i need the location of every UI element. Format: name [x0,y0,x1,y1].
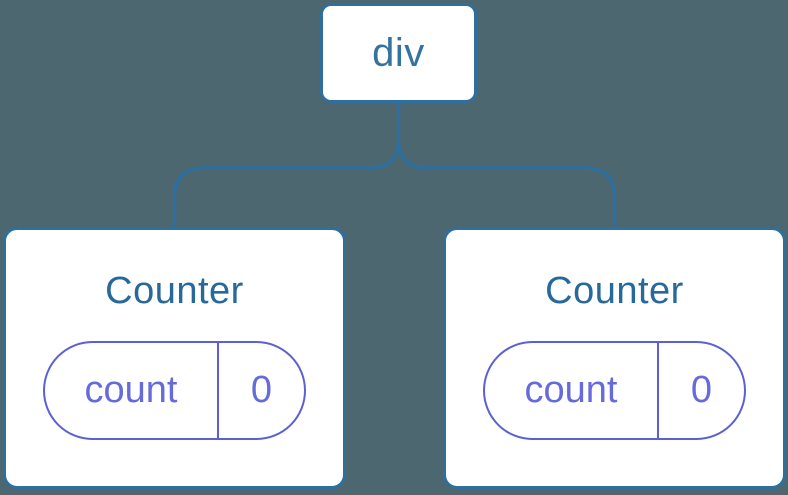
tree-node-counter-1: Counter count 0 [3,227,346,489]
tree-node-div-label: div [372,30,425,75]
component-name: Counter [105,270,244,312]
state-value: 0 [250,369,273,411]
state-pill: count 0 [43,341,306,440]
tree-node-div: div [320,3,477,103]
component-name: Counter [545,270,684,312]
state-pill: count 0 [483,341,746,440]
tree-node-counter-2: Counter count 0 [443,227,786,489]
state-key: count [45,343,219,438]
connector-left-branch [172,101,401,228]
connector-right-branch [396,138,617,228]
state-value: 0 [690,369,713,411]
state-key: count [485,343,659,438]
